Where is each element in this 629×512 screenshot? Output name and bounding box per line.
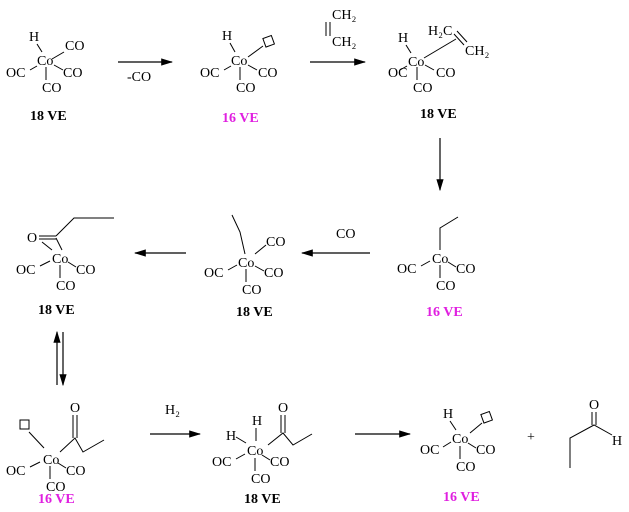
complex-ethyl-18ve: CO Co OC CO CO 18 VE (204, 214, 285, 320)
co-ligand: CO (413, 81, 432, 96)
co-ligand: OC (6, 464, 25, 479)
o-atom: O (278, 401, 288, 416)
plus-sign: + (527, 430, 535, 445)
co-ligand: CO (258, 66, 277, 81)
complex-dihydride-18ve: H H O Co OC CO CO 18 VE (212, 401, 313, 507)
cobalt-atom: Co (432, 252, 448, 267)
electron-count: 18 VE (30, 109, 67, 124)
complex-hco3: H Co OC CO CO 16 VE (200, 29, 277, 126)
co-ligand: OC (16, 263, 35, 278)
electron-count: 16 VE (426, 305, 463, 320)
co-ligand: CO (76, 263, 95, 278)
electron-count: 18 VE (244, 492, 281, 507)
co-ligand: OC (388, 66, 407, 81)
co-ligand: OC (6, 66, 25, 81)
h-ligand: H (226, 429, 236, 444)
co-ligand: CO (456, 460, 475, 475)
complex-acyl-18ve: O Co OC CO CO 18 VE (16, 217, 114, 318)
cobalt-atom: Co (247, 444, 263, 459)
electron-count: 18 VE (38, 303, 75, 318)
cobalt-atom: Co (238, 256, 254, 271)
co-ligand: OC (420, 443, 439, 458)
o-atom: O (70, 401, 80, 416)
co-ligand: CO (264, 266, 283, 281)
co-ligand: OC (200, 66, 219, 81)
h-ligand: H (398, 31, 408, 46)
complex-acyl-16ve: O Co OC CO CO 16 VE (6, 401, 105, 507)
co-ligand: CO (236, 81, 255, 96)
o-atom: O (27, 231, 37, 246)
electron-count: 18 VE (420, 107, 457, 122)
co-ligand: OC (212, 455, 231, 470)
cobalt-atom: Co (52, 252, 68, 267)
co-ligand: CO (266, 235, 285, 250)
co-ligand: OC (397, 262, 416, 277)
electron-count: 16 VE (222, 111, 259, 126)
reagent-label: CO (336, 227, 355, 242)
cobalt-atom: Co (43, 453, 59, 468)
co-ligand: CO (251, 472, 270, 487)
complex-ethyl-16ve: Co OC CO CO 16 VE (397, 216, 475, 320)
electron-count: 18 VE (236, 305, 273, 320)
vacant-site-icon (262, 34, 276, 48)
complex-hco3-regenerated: H Co OC CO CO 16 VE (420, 407, 495, 505)
co-ligand: CO (436, 66, 455, 81)
co-ligand: OC (204, 266, 223, 281)
co-ligand: CO (66, 464, 85, 479)
electron-count: 16 VE (443, 490, 480, 505)
h2c-label: H₂C (428, 24, 452, 39)
cobalt-atom: Co (452, 432, 468, 447)
reagent-label: H₂ (165, 403, 180, 418)
h-ligand: H (29, 30, 39, 45)
vacant-site-icon (480, 410, 494, 424)
co-ligand: CO (46, 480, 65, 495)
co-ligand: CO (270, 455, 289, 470)
co-ligand: CO (56, 279, 75, 294)
complex-hco4: H Co CO OC CO CO 18 VE (6, 30, 84, 124)
co-ligand: CO (242, 283, 261, 298)
o-atom: O (589, 398, 599, 413)
ethylene-ch2: CH₂ (332, 8, 356, 23)
reagent-label: -CO (127, 70, 151, 85)
co-ligand: CO (42, 81, 61, 96)
ch2-label: CH₂ (465, 44, 489, 59)
cobalt-atom: Co (37, 54, 53, 69)
electron-count: 16 VE (38, 492, 75, 507)
co-ligand: CO (65, 39, 84, 54)
ethylene-ch2: CH₂ (332, 35, 356, 50)
cobalt-atom: Co (408, 55, 424, 70)
h-ligand: H (443, 407, 453, 422)
co-ligand: CO (63, 66, 82, 81)
co-ligand: CO (436, 279, 455, 294)
vacant-site-icon (19, 419, 30, 430)
complex-ethylene: H H₂C CH₂ Co OC CO CO 18 VE (388, 24, 489, 122)
cobalt-atom: Co (231, 54, 247, 69)
propanal-product: O H (569, 398, 622, 468)
h-atom: H (612, 434, 622, 449)
co-ligand: CO (476, 443, 495, 458)
h-ligand: H (252, 414, 262, 429)
co-ligand: CO (456, 262, 475, 277)
h-ligand: H (222, 29, 232, 44)
